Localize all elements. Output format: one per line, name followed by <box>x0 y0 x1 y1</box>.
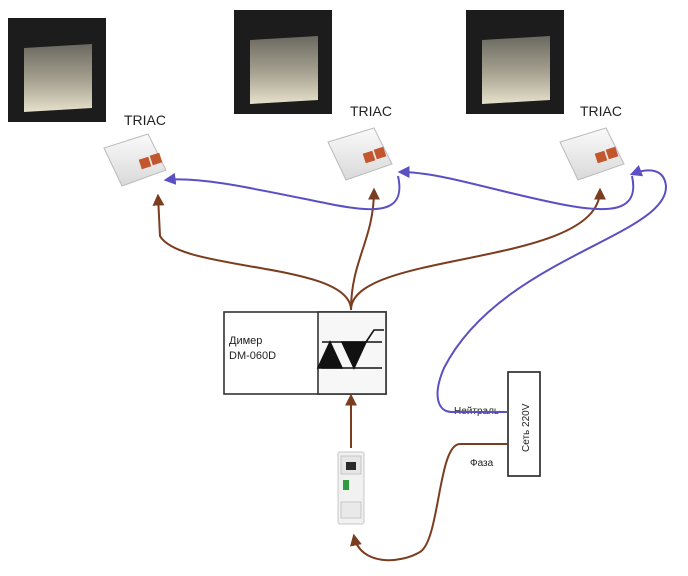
triac-driver-3: TRIAC <box>559 103 625 181</box>
dimmer-module: Димер DM-060D <box>223 311 387 395</box>
phase-wire-to-driver-2 <box>350 187 380 311</box>
neutral-wire-mains-to-driver-3 <box>436 165 668 413</box>
phase-wire-to-driver-3 <box>350 187 606 311</box>
lamp-1 <box>8 18 106 122</box>
mains-supply: Сеть 220V Нейтраль Фаза <box>454 371 541 477</box>
dimmer-label-line1: Димер <box>229 335 262 347</box>
triac-symbol-icon <box>316 329 384 370</box>
phase-wires <box>152 187 606 562</box>
triac-driver-1: TRIAC <box>103 112 167 187</box>
triac-driver-2: TRIAC <box>327 103 393 181</box>
triac-label-2: TRIAC <box>350 103 392 119</box>
dimmer-label-line2: DM-060D <box>229 350 276 362</box>
triac-label-3: TRIAC <box>580 103 622 119</box>
lamp-3 <box>466 10 564 114</box>
phase-wire-mains-to-breaker <box>350 443 508 562</box>
triac-label-1: TRIAC <box>124 112 166 128</box>
mains-label: Сеть 220V <box>521 403 532 452</box>
neutral-wire-to-driver-1 <box>163 172 401 211</box>
lamp-2 <box>234 10 332 114</box>
neutral-wire-to-driver-2 <box>397 166 635 211</box>
phase-label: Фаза <box>470 458 494 469</box>
phase-wire-to-driver-1 <box>152 193 352 311</box>
circuit-breaker <box>337 451 365 525</box>
neutral-wires <box>163 165 668 413</box>
